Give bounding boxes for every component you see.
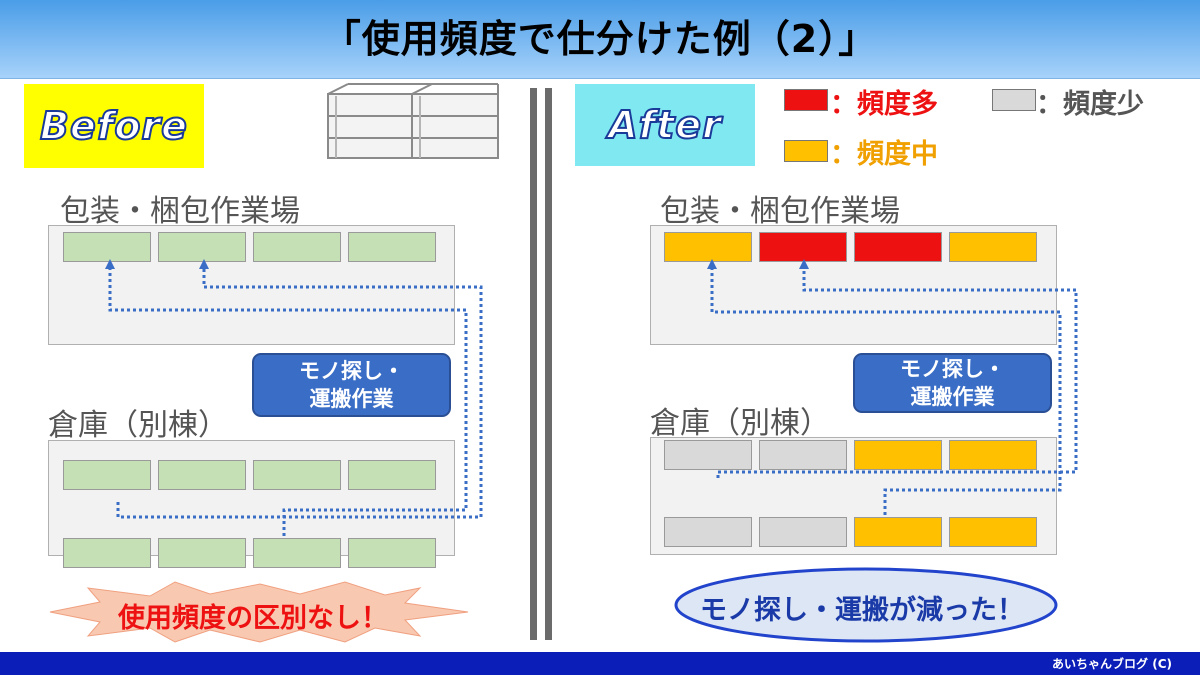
after-warehouse-shelf-5	[664, 517, 752, 547]
before-warehouse-shelf-3	[253, 460, 341, 490]
footer-credit: あいちゃんブログ (C)	[1052, 657, 1172, 671]
before-packing-shelf-3	[253, 232, 341, 262]
after-work-note: モノ探し・ 運搬作業	[853, 353, 1052, 413]
before-result: 使用頻度の区別なし！	[118, 603, 388, 634]
before-packing-shelf-4	[348, 232, 436, 262]
legend-high-swatch	[784, 89, 828, 111]
after-warehouse-shelf-3	[854, 440, 942, 470]
after-note-line1: モノ探し・	[900, 357, 1005, 381]
after-packing-shelf-1	[664, 232, 752, 262]
before-warehouse-shelf-5	[63, 538, 151, 568]
before-work-note: モノ探し・ 運搬作業	[252, 353, 451, 417]
legend-mid-swatch	[784, 140, 828, 162]
after-badge: After	[575, 84, 755, 166]
after-warehouse-shelf-7	[854, 517, 942, 547]
divider-right	[545, 88, 552, 640]
before-note-line1: モノ探し・	[299, 359, 404, 383]
footer-bar: あいちゃんブログ (C)	[0, 652, 1200, 675]
before-warehouse-shelf-8	[348, 538, 436, 568]
page-title: 「使用頻度で仕分けた例（2）」	[322, 17, 878, 61]
legend-mid: ：頻度中	[830, 139, 938, 170]
after-warehouse-shelf-8	[949, 517, 1037, 547]
after-warehouse-shelf-2	[759, 440, 847, 470]
after-warehouse-shelf-6	[759, 517, 847, 547]
after-result: モノ探し・運搬が減った！	[700, 595, 1024, 626]
before-warehouse-shelf-7	[253, 538, 341, 568]
before-packing-shelf-1	[63, 232, 151, 262]
before-warehouse-shelf-4	[348, 460, 436, 490]
after-warehouse-shelf-1	[664, 440, 752, 470]
before-packing-label: 包装・梱包作業場	[60, 194, 300, 229]
before-warehouse-shelf-2	[158, 460, 246, 490]
legend-high: ：頻度多	[830, 89, 938, 120]
before-warehouse-shelf-6	[158, 538, 246, 568]
after-warehouse-label: 倉庫（別棟）	[650, 406, 830, 441]
after-packing-shelf-3	[854, 232, 942, 262]
after-packing-shelf-2	[759, 232, 847, 262]
legend-low: ：頻度少	[1036, 89, 1144, 120]
before-note-line2: 運搬作業	[309, 387, 394, 411]
after-packing-label: 包装・梱包作業場	[660, 194, 900, 229]
before-packing-shelf-2	[158, 232, 246, 262]
after-note-line2: 運搬作業	[910, 385, 995, 409]
before-badge: Before	[24, 84, 204, 168]
before-warehouse-label: 倉庫（別棟）	[48, 408, 228, 443]
before-warehouse-shelf-1	[63, 460, 151, 490]
divider-left	[530, 88, 537, 640]
after-warehouse-shelf-4	[949, 440, 1037, 470]
after-packing-shelf-4	[949, 232, 1037, 262]
legend-low-swatch	[992, 89, 1036, 111]
title-bar: 「使用頻度で仕分けた例（2）」	[0, 0, 1200, 79]
